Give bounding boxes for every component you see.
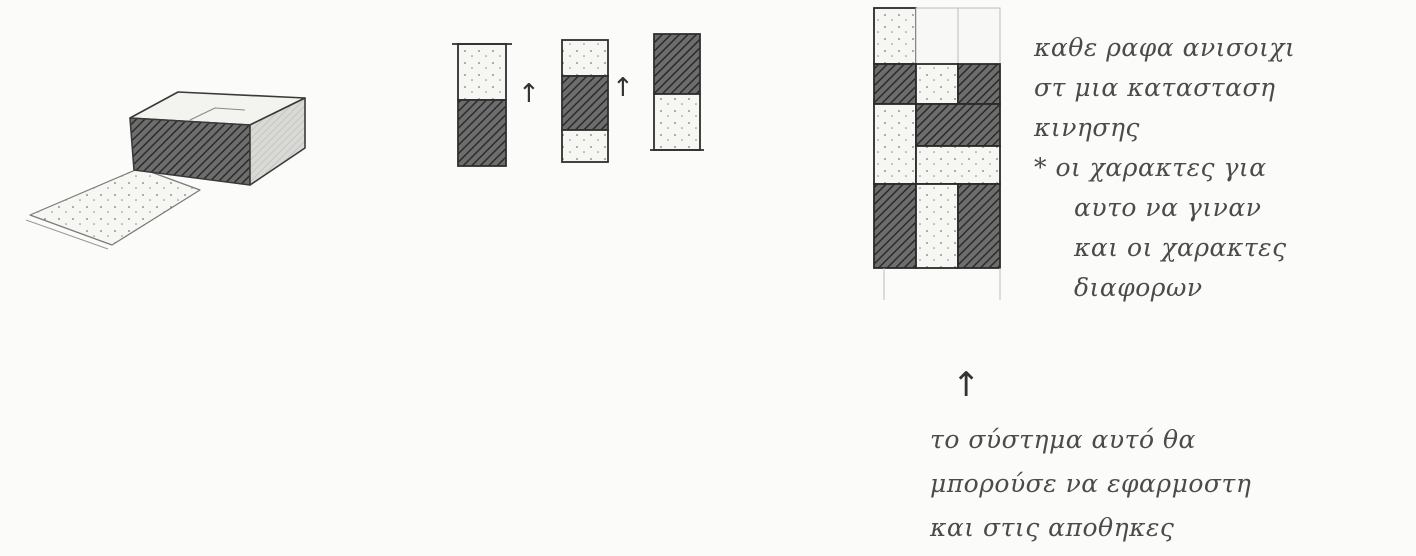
column-1 bbox=[452, 44, 512, 166]
note-line: * οι χαρακτες για bbox=[1034, 148, 1295, 188]
note-line: και στις αποθηκες bbox=[930, 506, 1251, 550]
isometric-box-sketch bbox=[26, 92, 305, 249]
strip-shape bbox=[30, 168, 200, 245]
sequence-arrow-icon: ↑ bbox=[518, 79, 540, 109]
column-sequence-sketch bbox=[452, 34, 704, 166]
note-line: κινησης bbox=[1034, 108, 1295, 148]
note-line: και οι χαρακτες bbox=[1034, 228, 1295, 268]
note-line: το σύστημα αυτό θα bbox=[930, 418, 1251, 462]
column-2 bbox=[562, 40, 608, 162]
grid-arrow-icon: ↑ bbox=[952, 365, 981, 405]
bottom-annotation: το σύστημα αυτό θα μπορούσε να εφαρμοστη… bbox=[930, 418, 1251, 550]
note-line: διαφορων bbox=[1034, 268, 1295, 308]
note-line: μπορούσε να εφαρμοστη bbox=[930, 462, 1251, 506]
note-line: αυτο να γιναν bbox=[1034, 188, 1295, 228]
column-3 bbox=[650, 34, 704, 150]
note-line: καθε ραφα ανισοιχι bbox=[1034, 28, 1295, 68]
grid-panel-sketch bbox=[874, 8, 1000, 300]
note-line: στ μια κατασταση bbox=[1034, 68, 1295, 108]
right-annotation: καθε ραφα ανισοιχι στ μια κατασταση κινη… bbox=[1034, 28, 1295, 308]
sequence-arrow-icon: ↑ bbox=[612, 73, 634, 103]
